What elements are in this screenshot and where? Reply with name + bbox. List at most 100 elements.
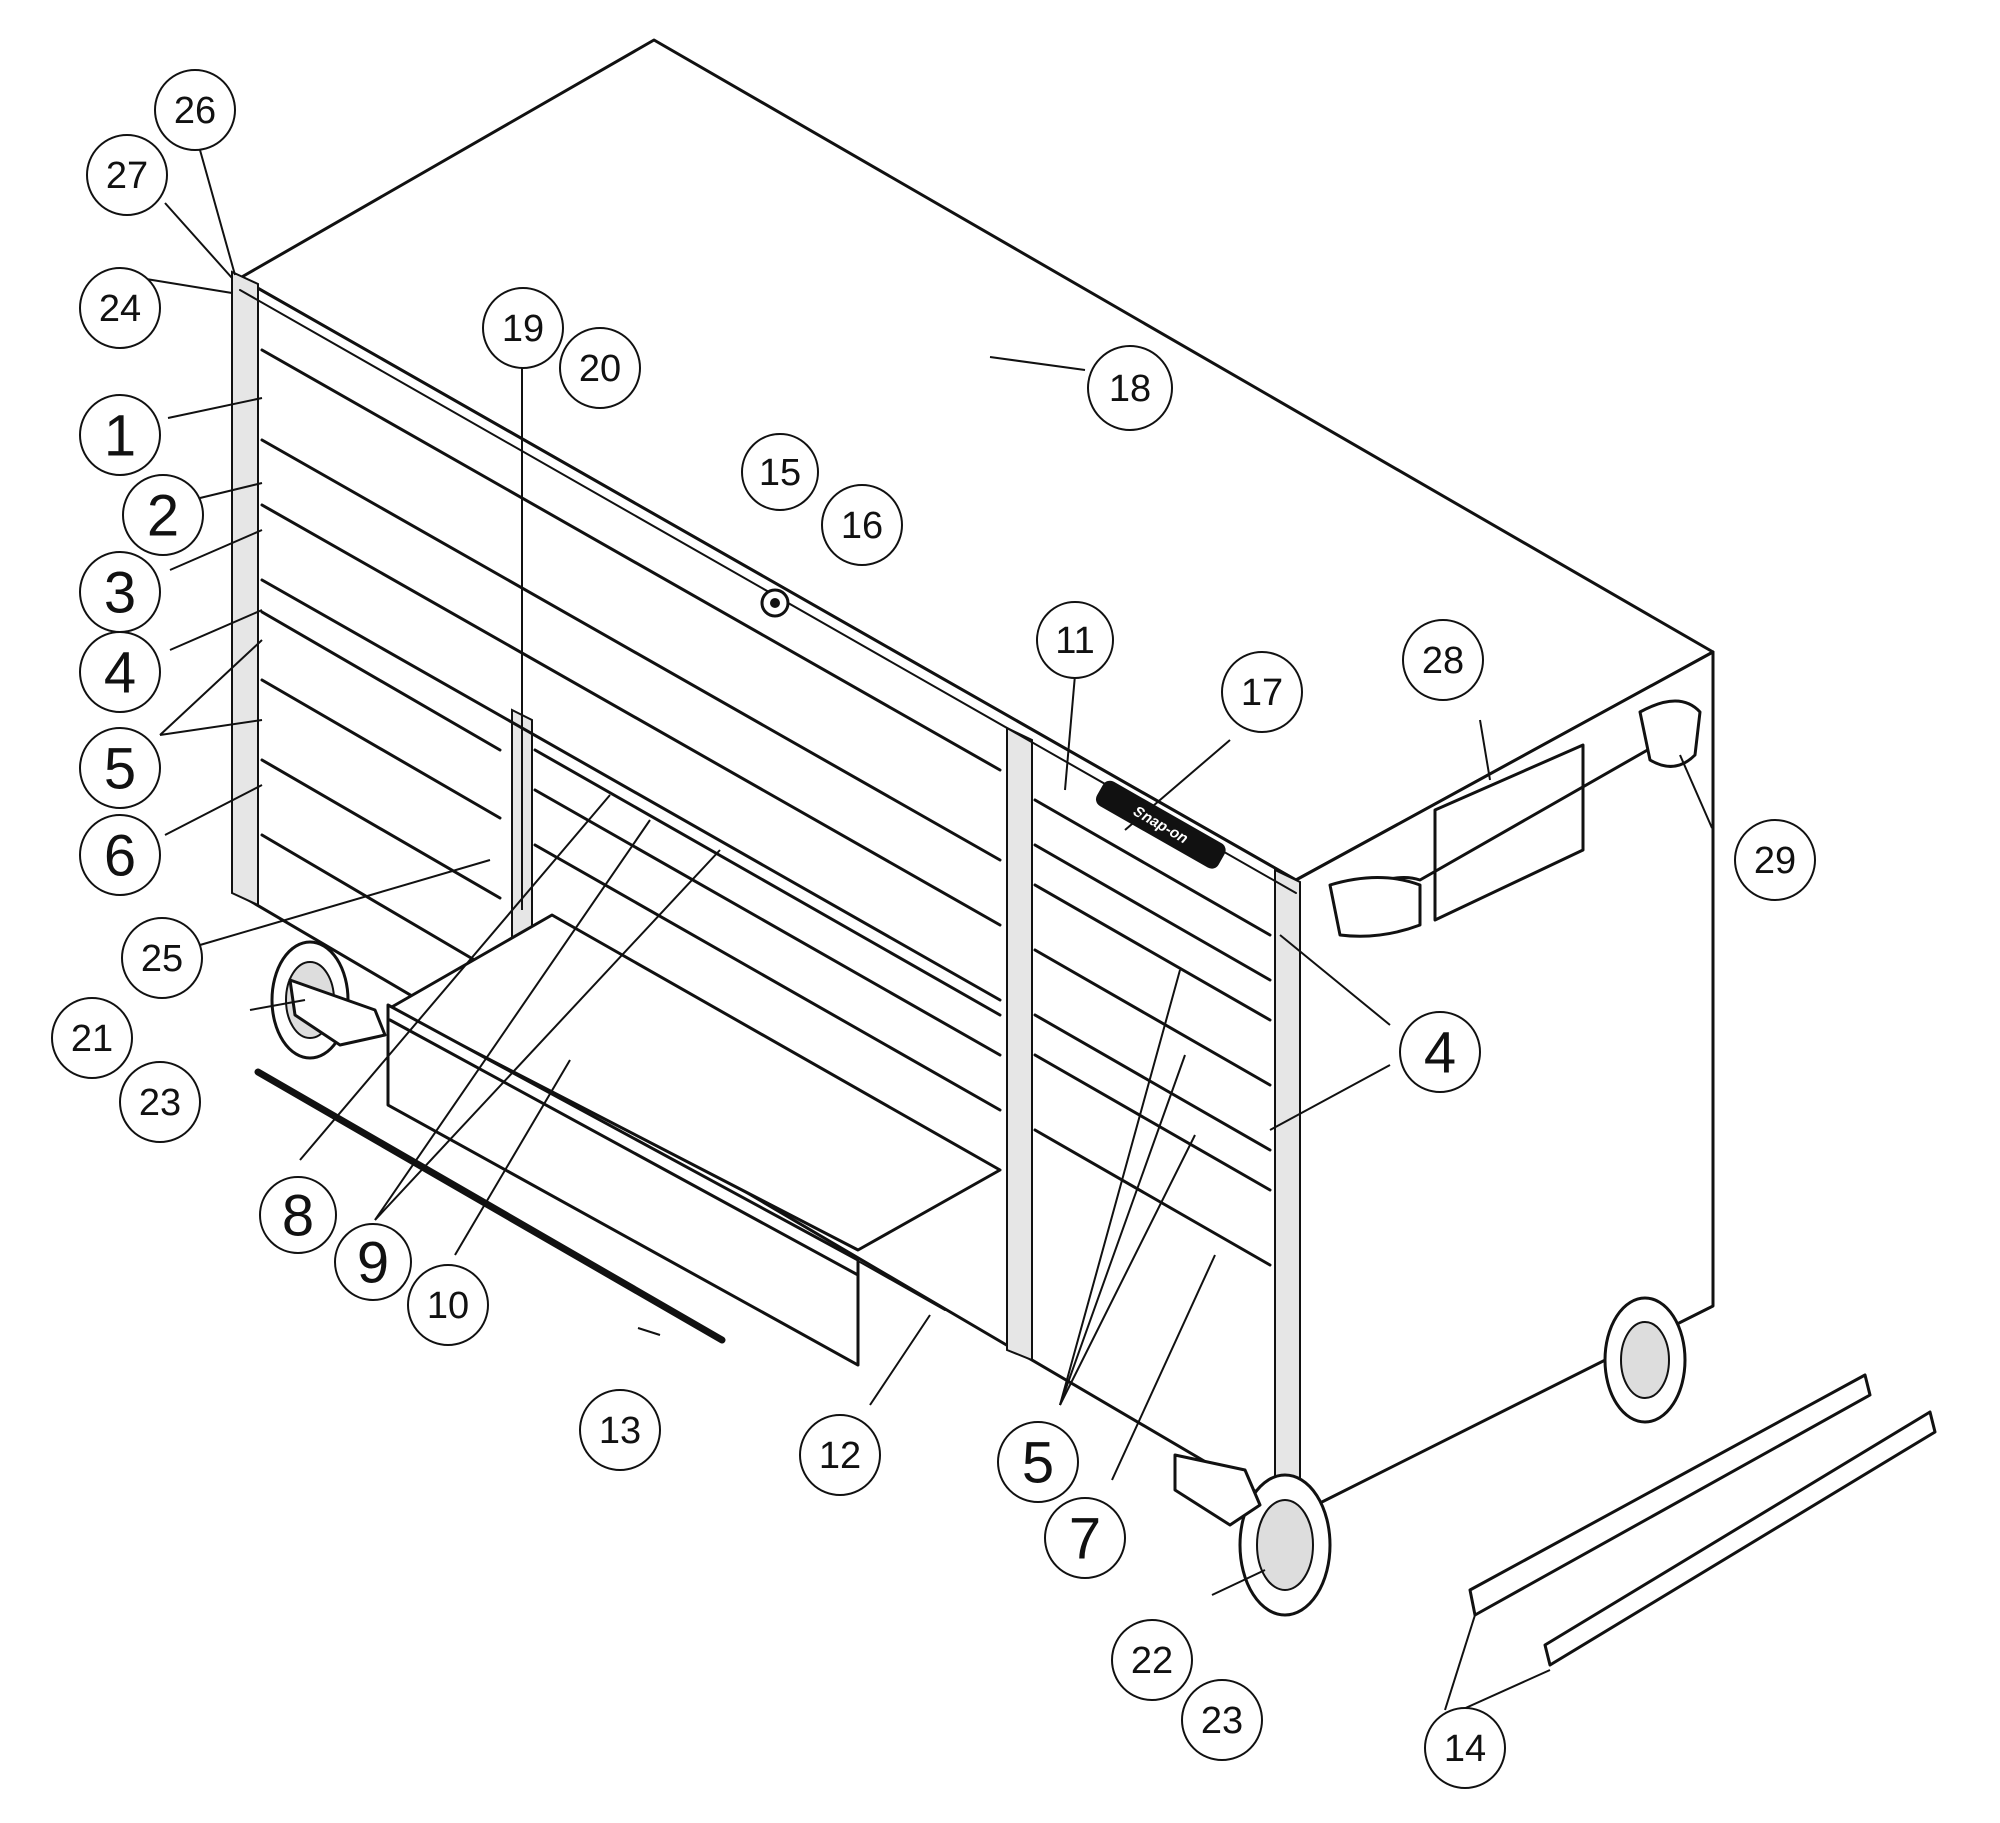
callout-11-bubble: 11: [1036, 601, 1114, 679]
trim-strip: [254, 1068, 726, 1344]
right-pull-3: [1033, 883, 1272, 1022]
callout-4-label: 4: [1424, 1021, 1456, 1086]
right-corner-post: [1274, 868, 1301, 1515]
callout-1-label: 1: [104, 404, 136, 469]
callout-25-bubble: 25: [121, 917, 203, 999]
callout-8-bubble: 8: [259, 1176, 337, 1254]
callout-7-bubble: 7: [1044, 1497, 1126, 1579]
callout-4-bubble: 4: [1399, 1011, 1481, 1093]
callout-2-label: 2: [147, 484, 179, 549]
callout-9-label: 9: [357, 1231, 389, 1296]
callout-23-bubble: 23: [119, 1061, 201, 1143]
right-pull-6: [1033, 1053, 1272, 1192]
drawer-pull-3: [260, 503, 1002, 927]
callout-2-bubble: 2: [122, 474, 204, 556]
drawer-pull-1: [260, 348, 1002, 772]
lock: [760, 588, 790, 618]
callout-20-label: 20: [579, 348, 621, 390]
left-drawer-bank: [260, 348, 1002, 1112]
callout-6-bubble: 6: [79, 814, 161, 896]
callout-26-label: 26: [174, 90, 216, 132]
callout-10-label: 10: [427, 1285, 469, 1327]
right-pull-4: [1033, 948, 1272, 1087]
callout-23-bubble: 23: [1181, 1679, 1263, 1761]
center-pull-a: [533, 748, 1002, 1017]
drawer-pull-4: [260, 578, 1002, 1002]
callout-21-bubble: 21: [51, 997, 133, 1079]
callout-24-bubble: 24: [79, 267, 161, 349]
drawer-pull-2: [260, 438, 1002, 862]
left-corner-post: [231, 270, 259, 907]
callout-23-label: 23: [139, 1082, 181, 1124]
callout-8-label: 8: [282, 1184, 314, 1249]
callout-24-label: 24: [99, 288, 141, 330]
right-pull-2: [1033, 843, 1272, 982]
caster-front-right: [1173, 1453, 1332, 1617]
callout-25-label: 25: [141, 938, 183, 980]
drawer-slide-upper: [1468, 1373, 1872, 1617]
callout-19-label: 19: [502, 308, 544, 350]
callout-5-label: 5: [1022, 1431, 1054, 1496]
callout-28-label: 28: [1422, 640, 1464, 682]
callout-1-bubble: 1: [79, 394, 161, 476]
center-pull-b: [533, 788, 1002, 1057]
callout-27-bubble: 27: [86, 134, 168, 216]
callout-14-bubble: 14: [1424, 1707, 1506, 1789]
callout-18-bubble: 18: [1087, 345, 1173, 431]
center-pull-c: [533, 843, 1002, 1112]
open-drawer-front: [386, 1003, 860, 1367]
brand-logo-badge: Snap-on: [1095, 780, 1226, 869]
open-drawer-pull: [388, 1018, 860, 1277]
callout-4-label: 4: [104, 641, 136, 706]
callout-19-bubble: 19: [482, 287, 564, 369]
callout-13-label: 13: [599, 1410, 641, 1452]
drawer-pull-5: [260, 610, 502, 752]
callout-23-label: 23: [1201, 1700, 1243, 1742]
callout-3-label: 3: [104, 561, 136, 626]
right-drawer-bank: [1033, 798, 1272, 1267]
callout-15-label: 15: [759, 452, 801, 494]
caster-rear-right: [1603, 1296, 1687, 1424]
callout-20-bubble: 20: [559, 327, 641, 409]
callout-16-bubble: 16: [821, 484, 903, 566]
callout-27-label: 27: [106, 155, 148, 197]
callout-5-bubble: 5: [79, 727, 161, 809]
callout-7-label: 7: [1069, 1507, 1101, 1572]
right-pull-7: [1033, 1128, 1272, 1267]
callout-bubbles: 1234567891011121314151617181920212223232…: [51, 69, 1816, 1789]
right-divider-post: [1006, 726, 1033, 1362]
callout-29-bubble: 29: [1734, 819, 1816, 901]
leader-lines: [139, 149, 1713, 1716]
drawer-pull-6: [260, 758, 502, 900]
open-drawer-floor: [388, 913, 1002, 1252]
callout-18-label: 18: [1109, 368, 1151, 410]
callout-5-label: 5: [104, 737, 136, 802]
label-plate: [1433, 743, 1585, 922]
drawer-slide-lower: [1543, 1410, 1937, 1667]
callout-26-bubble: 26: [154, 69, 236, 151]
callout-16-label: 16: [841, 505, 883, 547]
drawer-pull-25: [260, 833, 502, 977]
cabinet-body: [231, 38, 1715, 1517]
open-drawer: [386, 913, 1002, 1367]
callout-22-bubble: 22: [1111, 1619, 1193, 1701]
callout-12-bubble: 12: [799, 1414, 881, 1496]
callout-5-bubble: 5: [997, 1421, 1079, 1503]
callout-22-label: 22: [1131, 1640, 1173, 1682]
callout-4-bubble: 4: [79, 631, 161, 713]
callout-11-label: 11: [1055, 620, 1094, 662]
callout-17-bubble: 17: [1221, 651, 1303, 733]
right-pull-5: [1033, 1013, 1272, 1152]
callout-3-bubble: 3: [79, 551, 161, 633]
callout-9-bubble: 9: [334, 1223, 412, 1301]
callout-10-bubble: 10: [407, 1264, 489, 1346]
drawer-pull-5b: [260, 678, 502, 820]
drawer-slide-strip: [859, 1261, 946, 1311]
side-handle: [1328, 699, 1702, 938]
callout-6-label: 6: [104, 824, 136, 889]
callout-29-label: 29: [1754, 840, 1796, 882]
drawer-slides: [1468, 1373, 1937, 1667]
callout-12-label: 12: [819, 1435, 861, 1477]
callout-21-label: 21: [71, 1018, 113, 1060]
